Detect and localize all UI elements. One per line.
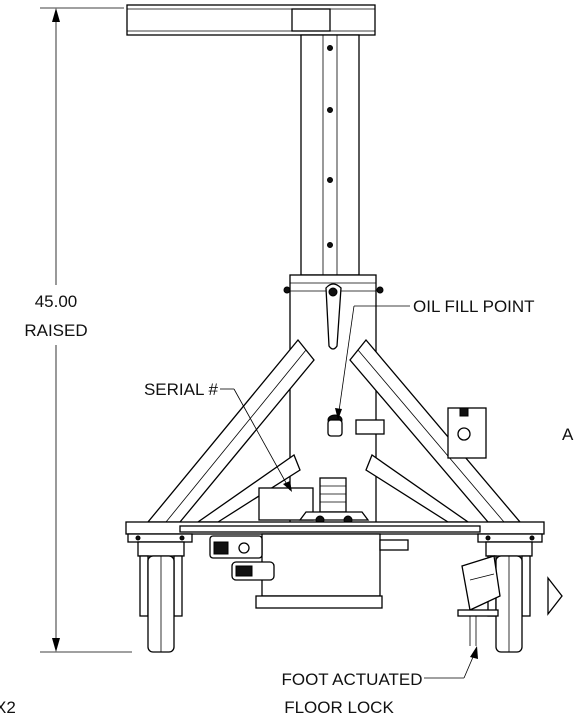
dimension-value: 45.00 <box>35 292 78 311</box>
side-bracket <box>447 407 487 459</box>
oil-fill-cap <box>327 414 385 437</box>
oil-fill-leader-1 <box>337 305 355 419</box>
base-frame <box>125 521 545 543</box>
platform-plate <box>126 4 376 36</box>
pump-handle <box>325 283 342 350</box>
foot-lock-label-line2: FLOOR LOCK <box>284 698 394 717</box>
top-platform <box>126 4 376 36</box>
foot-lock-label-line1: FOOT ACTUATED <box>281 670 422 689</box>
reservoir <box>255 533 409 609</box>
serial-leader-2 <box>233 388 291 491</box>
legs <box>146 338 522 523</box>
leader-lines <box>220 305 478 679</box>
label-plate-small <box>355 419 385 435</box>
telescopic-column <box>283 34 384 531</box>
left-caster <box>137 541 185 653</box>
serial-label: SERIAL # <box>144 380 219 399</box>
lock-pedal <box>461 555 501 611</box>
hydraulic-fittings <box>209 535 275 581</box>
dimension-arrow-top <box>52 8 60 22</box>
height-dimension: 45.00 RAISED <box>24 7 132 653</box>
pump-assembly <box>298 477 370 525</box>
dimension-qualifier: RAISED <box>24 321 87 340</box>
handle-body <box>325 283 342 350</box>
edge-letter-right: A <box>562 425 574 444</box>
foot-lock <box>457 555 563 646</box>
reservoir-foot <box>255 595 383 609</box>
dimension-arrow-bottom <box>52 638 60 652</box>
edge-text-bottom-left: X2 <box>0 698 16 717</box>
reservoir-body <box>261 533 381 597</box>
inner-column <box>300 34 360 276</box>
platform-center-block <box>291 8 331 32</box>
pump-body <box>319 477 347 513</box>
oil-fill-label: OIL FILL POINT <box>413 297 535 316</box>
